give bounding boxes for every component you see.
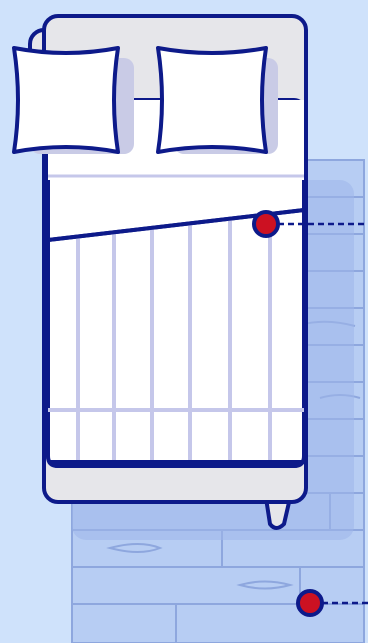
floor-marker[interactable] <box>296 589 368 617</box>
blanket <box>46 208 306 468</box>
pillow-right-body <box>156 46 268 154</box>
pillow-right <box>156 46 278 154</box>
sheet-marker-dot[interactable] <box>252 210 280 238</box>
pillow-left-body <box>12 46 120 154</box>
blanket-body <box>46 208 306 468</box>
blanket-stripes <box>76 215 272 460</box>
pillow-left <box>12 46 134 154</box>
sheet-marker[interactable] <box>252 210 368 238</box>
bed-leg <box>264 496 292 530</box>
floor-marker-dot[interactable] <box>296 589 324 617</box>
